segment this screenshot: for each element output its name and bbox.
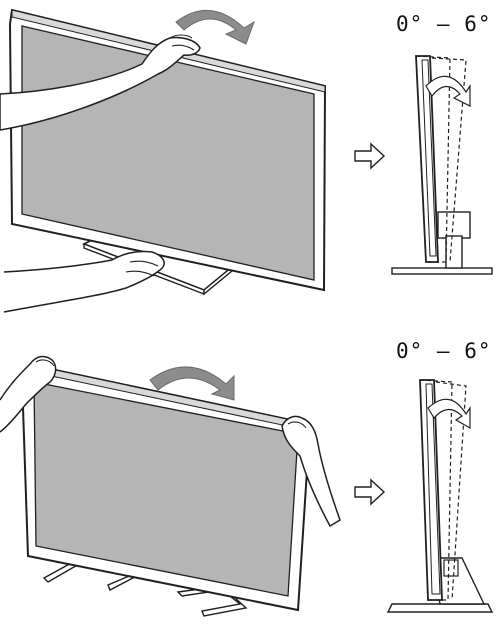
tv-set-bottom (22, 368, 310, 610)
bottom-figure (0, 357, 492, 616)
right-arrow-icon (355, 144, 384, 168)
tv-side-view-top (392, 56, 492, 274)
tilt-angle-label-top: 0° – 6° (396, 14, 492, 35)
tilt-angle-label-bottom: 0° – 6° (396, 341, 492, 362)
hand-icon (4, 251, 164, 312)
tv-side-view-bottom (388, 380, 492, 612)
top-figure (0, 10, 492, 312)
right-arrow-icon (355, 480, 384, 504)
